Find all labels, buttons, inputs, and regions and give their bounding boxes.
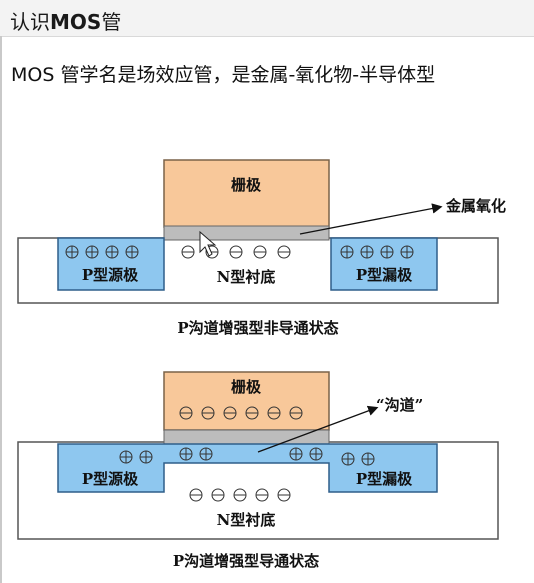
title-bar: 认识MOS管 — [0, 0, 534, 37]
arrow-icon — [299, 203, 443, 235]
gate-1 — [163, 159, 330, 228]
drain-holes-1 — [340, 245, 414, 259]
left-border — [0, 36, 2, 583]
diagram-off-state: 栅极 P型源极 P型漏极 N型衬底 金属氧化 — [17, 159, 506, 337]
substrate-label-1: N型衬底 — [217, 268, 276, 286]
drain-label-1: P型漏极 — [356, 266, 413, 284]
source-label-1: P型源极 — [82, 266, 139, 284]
drain-holes-2 — [341, 452, 375, 466]
page-title-prefix: 认识 — [10, 10, 50, 34]
page-title-bold: MOS — [50, 10, 102, 34]
channel-label-2: “沟道” — [376, 396, 423, 414]
substrate-electrons-2 — [189, 488, 291, 502]
mos-diagram: 栅极 P型源极 P型漏极 N型衬底 金属氧化 — [17, 159, 506, 570]
mouse-cursor-icon — [199, 230, 217, 257]
source-label-2: P型源极 — [82, 470, 139, 488]
drain-label-2: P型漏极 — [356, 470, 413, 488]
oxide-label-1: 金属氧化 — [445, 197, 506, 215]
gate-electrons-2 — [179, 406, 303, 420]
page-title: 认识MOS管 — [10, 6, 121, 35]
substrate-electrons-1 — [181, 245, 291, 259]
caption-1: P沟道增强型非导通状态 — [177, 319, 338, 337]
channel-holes-2 — [179, 447, 323, 461]
oxide-layer-2 — [163, 429, 330, 445]
arrow-icon — [257, 405, 379, 453]
substrate-label-2: N型衬底 — [217, 511, 276, 529]
diagram-on-state: 栅极 P型源极 P型漏极 — [17, 371, 499, 570]
source-holes-1 — [65, 245, 139, 259]
gate-label-2: 栅极 — [231, 378, 262, 396]
description-text: MOS 管学名是场效应管，是金属-氧化物-半导体型 — [11, 64, 436, 86]
page-title-suffix: 管 — [101, 10, 122, 34]
caption-2: P沟道增强型导通状态 — [173, 552, 319, 570]
source-holes-2 — [119, 450, 153, 464]
gate-label-1: 栅极 — [231, 176, 262, 194]
